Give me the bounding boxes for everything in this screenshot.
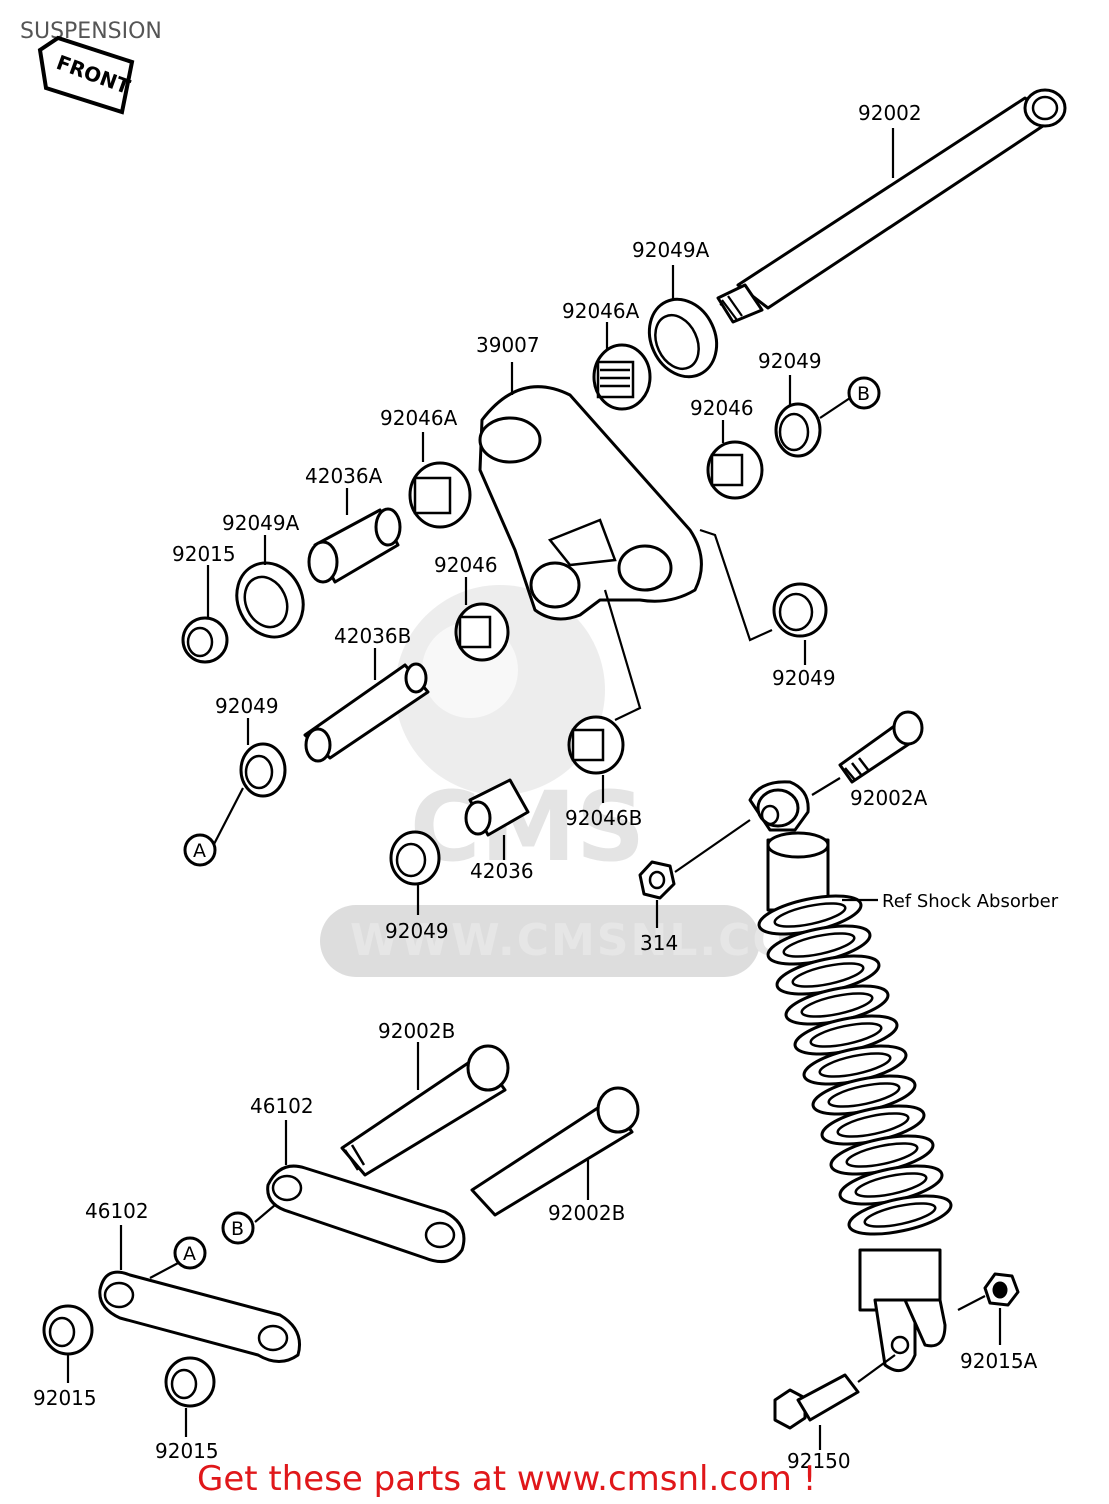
label-42036B: 42036B xyxy=(334,624,411,648)
bearing-92046-mid xyxy=(454,602,510,662)
spring-coil-inner xyxy=(854,1172,928,1198)
bearing-92046A-top xyxy=(592,343,652,411)
label-42036: 42036 xyxy=(470,859,534,883)
spring-coil-inner xyxy=(800,992,874,1018)
nut-92015A xyxy=(983,1272,1020,1307)
page-title: SUSPENSION xyxy=(20,19,162,44)
seal-92049-right xyxy=(774,402,822,458)
label-46102-upper: 46102 xyxy=(250,1094,314,1118)
ref-circle-b-right xyxy=(847,376,881,410)
label-92046A-left: 92046A xyxy=(380,406,458,430)
label-92150: 92150 xyxy=(787,1449,851,1473)
spring-coil-inner xyxy=(827,1082,901,1108)
label-92015A: 92015A xyxy=(960,1349,1038,1373)
label-92049-bottom: 92049 xyxy=(385,919,449,943)
footer-cta[interactable]: Get these parts at www.cmsnl.com ! xyxy=(197,1459,816,1499)
ref-circle-a-bottom xyxy=(173,1236,207,1270)
axle-92002 xyxy=(716,88,1067,324)
collar-92015-bottom xyxy=(164,1356,216,1408)
seal-92049-lower-right xyxy=(772,582,828,638)
spring-coil-inner xyxy=(836,1112,910,1138)
ref-b-bottom: B xyxy=(231,1218,244,1240)
sleeve-42036 xyxy=(464,778,530,837)
seal-92049-left xyxy=(239,742,287,798)
label-shock-absorber: Ref Shock Absorber xyxy=(882,891,1059,912)
seal-92049A-left xyxy=(235,561,305,639)
spring-coil-inner xyxy=(791,962,865,988)
seal-92049-bottom xyxy=(389,830,441,886)
label-314: 314 xyxy=(640,931,678,955)
bearing-92046A-left xyxy=(408,461,472,529)
label-92002B-top: 92002B xyxy=(378,1019,455,1043)
label-92002A: 92002A xyxy=(850,786,928,810)
sleeve-42036A xyxy=(307,507,402,584)
label-92015-top: 92015 xyxy=(172,542,236,566)
rocker-arm-39007 xyxy=(478,385,703,621)
spring-coil-inner xyxy=(773,902,847,928)
spring-coil-inner xyxy=(809,1022,883,1048)
label-92046-mid: 92046 xyxy=(434,553,498,577)
ref-b-right: B xyxy=(857,383,870,405)
label-46102-lower: 46102 xyxy=(85,1199,149,1223)
spring-coil xyxy=(847,1194,953,1236)
spring-coil-inner xyxy=(845,1142,919,1168)
seal-92049A-top xyxy=(647,297,719,379)
collar-92015-left xyxy=(42,1304,94,1356)
label-39007: 39007 xyxy=(476,333,540,357)
ref-a-left: A xyxy=(193,840,206,862)
watermark-url: WWW.CMSNL.COM xyxy=(350,915,838,966)
nut-314 xyxy=(638,860,676,900)
label-92049-left: 92049 xyxy=(215,694,279,718)
label-92015-bottom: 92015 xyxy=(155,1439,219,1463)
label-92002B-lower: 92002B xyxy=(548,1201,625,1225)
cmsnl-watermark: CMS WWW.CMSNL.COM xyxy=(320,585,838,977)
bearing-92046-right xyxy=(706,440,764,500)
collar-92015-top xyxy=(181,616,229,664)
ref-circle-b-bottom xyxy=(221,1211,255,1245)
shock-absorber xyxy=(748,780,953,1373)
label-92046-right: 92046 xyxy=(690,396,754,420)
label-92049A-top: 92049A xyxy=(632,238,710,262)
sleeve-42036B xyxy=(303,662,430,763)
link-46102-lower xyxy=(98,1270,301,1363)
bolt-92002A xyxy=(838,710,924,784)
link-46102-upper xyxy=(266,1164,466,1264)
label-42036A: 42036A xyxy=(305,464,383,488)
label-92049A-left: 92049A xyxy=(222,511,300,535)
label-92049-right: 92049 xyxy=(758,349,822,373)
bolt-92150 xyxy=(773,1373,860,1430)
shock-spring-coils xyxy=(757,894,953,1236)
spring-coil-inner xyxy=(818,1052,892,1078)
label-92046B: 92046B xyxy=(565,806,642,830)
spring-coil-inner xyxy=(782,932,856,958)
label-92046A-top: 92046A xyxy=(562,299,640,323)
bolt-92002B-lower xyxy=(470,1086,640,1217)
bearing-92046B xyxy=(567,715,625,775)
label-92015-left: 92015 xyxy=(33,1386,97,1410)
ref-circle-a-left xyxy=(183,833,217,867)
bolt-92002B-top xyxy=(340,1044,510,1177)
spring-coil-inner xyxy=(863,1202,937,1228)
front-direction-tag: FRONT xyxy=(37,35,135,115)
label-92002: 92002 xyxy=(858,101,922,125)
watermark-logo: CMS xyxy=(410,771,645,883)
label-92049-lower-right: 92049 xyxy=(772,666,836,690)
ref-a-bottom: A xyxy=(183,1243,196,1265)
